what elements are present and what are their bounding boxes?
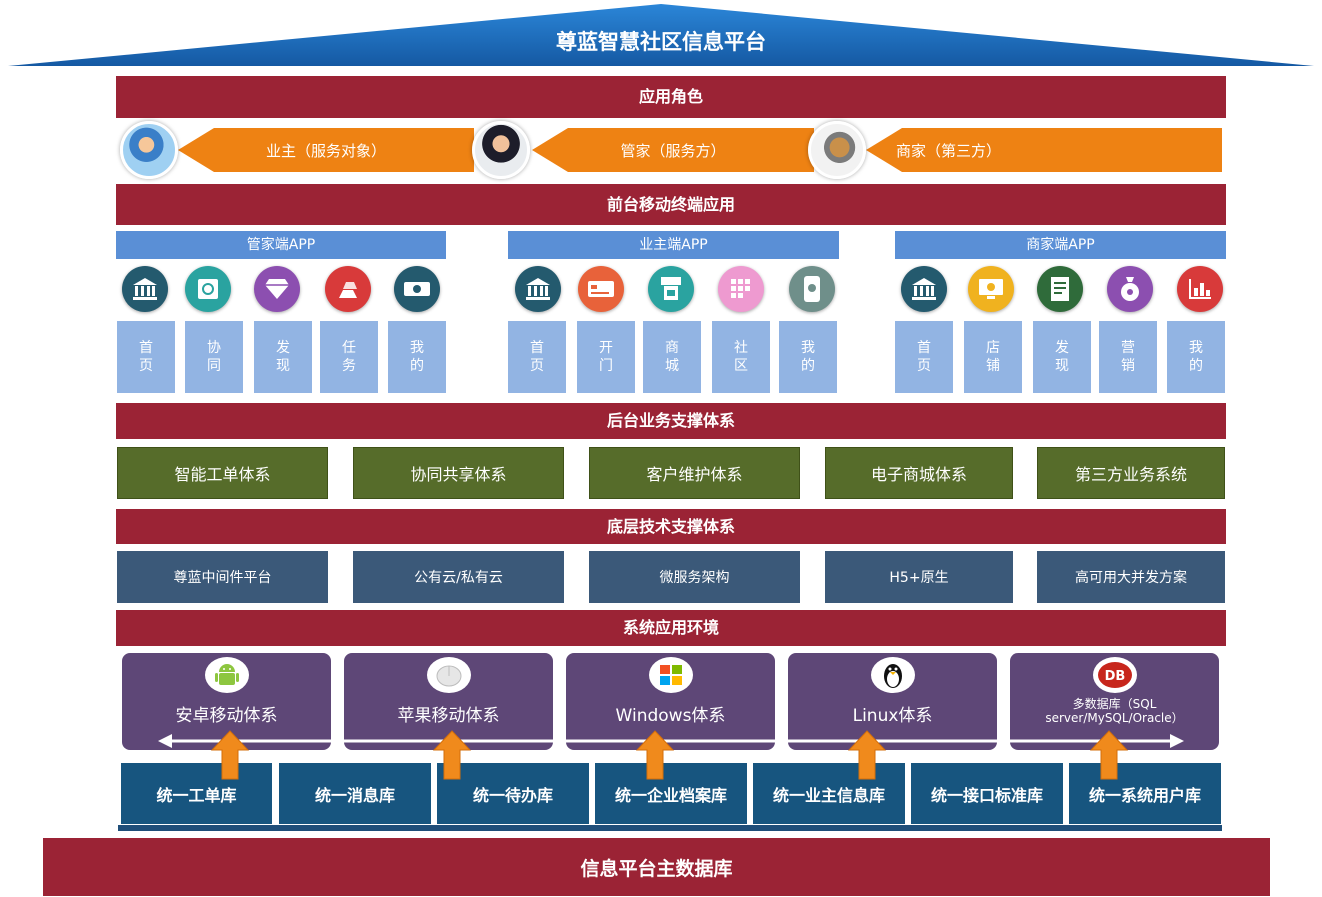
db-box: 统一消息库 xyxy=(279,763,431,824)
db-box: 统一待办库 xyxy=(437,763,589,824)
section-bar-roles: 应用角色 xyxy=(116,76,1226,118)
roof-banner xyxy=(8,4,1314,66)
env-box-apple: 苹果移动体系 xyxy=(344,653,553,750)
db-box: 统一业主信息库 xyxy=(753,763,905,824)
tab-butler-collab: 协同 xyxy=(185,321,243,393)
android-icon xyxy=(204,657,249,693)
db-box: 统一企业档案库 xyxy=(595,763,747,824)
role-label-owner: 业主（服务对象） xyxy=(265,141,386,160)
tab-merchant-home: 首页 xyxy=(895,321,953,393)
keypad-icon xyxy=(718,266,764,312)
tab-owner-mall: 商城 xyxy=(643,321,701,393)
bar-chart-icon xyxy=(1177,266,1223,312)
tab-merchant-store: 店铺 xyxy=(964,321,1022,393)
role-band-butler: 管家（服务方） xyxy=(532,128,814,172)
env-label: Windows体系 xyxy=(615,706,726,726)
linux-penguin-icon xyxy=(870,657,915,693)
tab-owner-home: 首页 xyxy=(508,321,566,393)
page-title: 尊蓝智慧社区信息平台 xyxy=(556,30,766,54)
up-arrow-icon xyxy=(636,730,674,780)
section-bar-frontend: 前台移动终端应用 xyxy=(116,184,1226,225)
env-label: 苹果移动体系 xyxy=(397,706,500,726)
base-divider-line xyxy=(118,825,1222,831)
document-icon xyxy=(1037,266,1083,312)
env-label: Linux体系 xyxy=(852,706,933,726)
tech-box: 公有云/私有云 xyxy=(353,551,564,603)
tab-butler-home: 首页 xyxy=(117,321,175,393)
tab-merchant-mine: 我的 xyxy=(1167,321,1225,393)
bank-icon xyxy=(901,266,947,312)
apple-mouse-icon xyxy=(426,657,471,693)
tab-owner-community: 社区 xyxy=(712,321,770,393)
business-box: 第三方业务系统 xyxy=(1037,447,1225,499)
role-band-owner: 业主（服务对象） xyxy=(178,128,474,172)
database-icon: DB xyxy=(1092,657,1137,693)
env-label: 多数据库（SQL server/MySQL/Oracle） xyxy=(1045,697,1184,725)
section-bar-business: 后台业务支撑体系 xyxy=(116,403,1226,439)
owner-family-avatar xyxy=(120,121,178,179)
tech-box: 尊蓝中间件平台 xyxy=(117,551,328,603)
up-arrow-icon xyxy=(848,730,886,780)
env-box-linux: Linux体系 xyxy=(788,653,997,750)
tab-owner-mine: 我的 xyxy=(779,321,837,393)
tab-merchant-discover: 发现 xyxy=(1033,321,1091,393)
diamond-icon xyxy=(254,266,300,312)
gold-bars-icon xyxy=(325,266,371,312)
bank-icon xyxy=(122,266,168,312)
tech-box: 高可用大并发方案 xyxy=(1037,551,1225,603)
role-label-butler: 管家（服务方） xyxy=(620,141,726,160)
tab-owner-door: 开门 xyxy=(577,321,635,393)
tab-butler-mine: 我的 xyxy=(388,321,446,393)
env-label: 安卓移动体系 xyxy=(175,706,278,726)
app-header-owner: 业主端APP xyxy=(508,231,839,259)
windows-icon xyxy=(648,657,693,693)
atm-icon xyxy=(648,266,694,312)
bank-card-icon xyxy=(578,266,624,312)
up-arrow-icon xyxy=(433,730,471,780)
up-arrow-icon xyxy=(211,730,249,780)
role-band-merchant: 商家（第三方） xyxy=(866,128,1222,172)
section-bar-env: 系统应用环境 xyxy=(116,610,1226,646)
app-header-merchant: 商家端APP xyxy=(895,231,1226,259)
tab-butler-task: 任务 xyxy=(320,321,378,393)
db-box: 统一接口标准库 xyxy=(911,763,1063,824)
merchant-cart-avatar xyxy=(808,121,866,179)
section-bar-tech: 底层技术支撑体系 xyxy=(116,509,1226,544)
money-bag-icon xyxy=(1107,266,1153,312)
tech-box: H5+原生 xyxy=(825,551,1013,603)
business-box: 客户维护体系 xyxy=(589,447,800,499)
up-arrow-icon xyxy=(1090,730,1128,780)
env-box-database: DB 多数据库（SQL server/MySQL/Oracle） xyxy=(1010,653,1219,750)
tab-butler-discover: 发现 xyxy=(254,321,312,393)
safe-icon xyxy=(185,266,231,312)
bank-icon xyxy=(515,266,561,312)
env-box-android: 安卓移动体系 xyxy=(122,653,331,750)
db-box: 统一系统用户库 xyxy=(1069,763,1221,824)
money-icon xyxy=(394,266,440,312)
butler-avatar xyxy=(472,121,530,179)
app-header-butler: 管家端APP xyxy=(116,231,446,259)
horizontal-double-arrow xyxy=(158,734,1184,748)
business-box: 智能工单体系 xyxy=(117,447,328,499)
tab-merchant-marketing: 营销 xyxy=(1099,321,1157,393)
monitor-coin-icon xyxy=(968,266,1014,312)
main-database-bar: 信息平台主数据库 xyxy=(43,838,1270,896)
db-box: 统一工单库 xyxy=(121,763,272,824)
svg-text:DB: DB xyxy=(1104,669,1125,684)
env-box-windows: Windows体系 xyxy=(566,653,775,750)
business-box: 电子商城体系 xyxy=(825,447,1013,499)
role-label-merchant: 商家（第三方） xyxy=(896,141,1002,160)
mobile-pay-icon xyxy=(789,266,835,312)
tech-box: 微服务架构 xyxy=(589,551,800,603)
business-box: 协同共享体系 xyxy=(353,447,564,499)
